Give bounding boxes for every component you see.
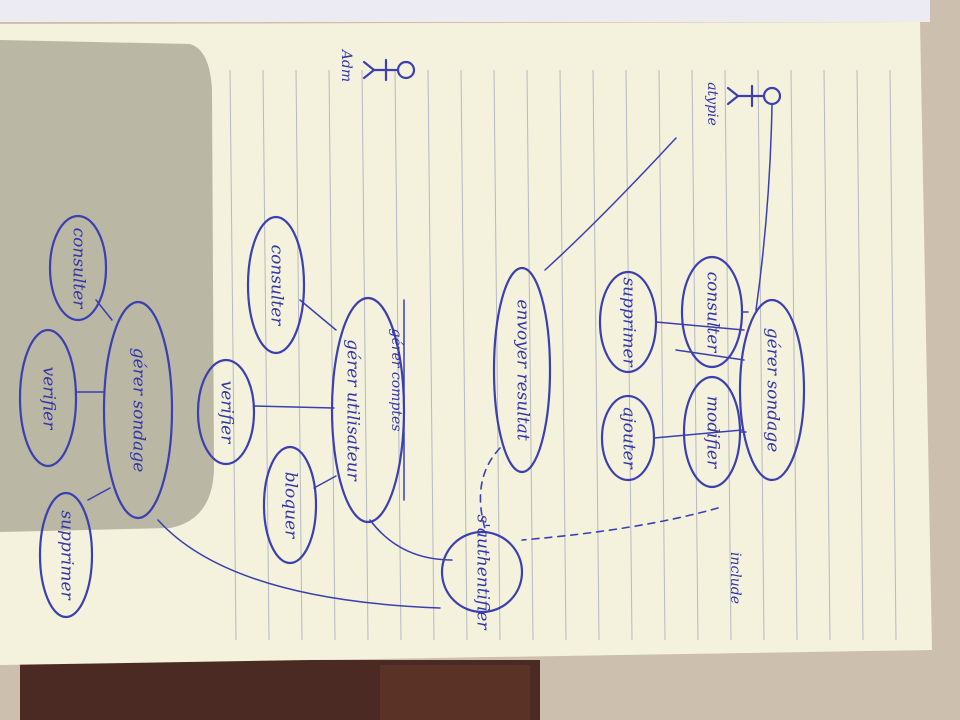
ruled-line (229, 69, 237, 641)
ruled-line (658, 69, 666, 641)
use-case-label: gérer sondage (763, 328, 783, 453)
ruled-line (823, 69, 831, 641)
previous-page (0, 0, 930, 22)
use-case-label: consulter (69, 228, 89, 310)
use-case-supprimer (38, 491, 94, 619)
use-case-gerer-sondage (738, 298, 806, 482)
ruled-line (592, 69, 600, 641)
notebook-page (0, 22, 932, 665)
ruled-line (856, 69, 864, 641)
ruled-line (526, 69, 534, 641)
use-case-envoyer-resultat (492, 266, 552, 474)
ruled-line (559, 69, 567, 641)
ruled-line (460, 69, 468, 641)
include-arrow (157, 519, 441, 609)
use-case-label: gérer sondage (129, 348, 149, 473)
use-case-consulter (48, 214, 108, 322)
use-case-label: ajouter (619, 407, 639, 469)
ruled-line (724, 69, 732, 641)
ruled-line (328, 69, 336, 641)
ruled-line (262, 69, 270, 641)
use-case-label: supprimer (619, 277, 639, 367)
ruled-line (790, 69, 798, 641)
use-case-label: consulter (703, 272, 723, 354)
include-label: include (727, 552, 743, 604)
admin-label: Adm (338, 48, 354, 82)
include-arrow (521, 507, 719, 541)
use-case-label: envoyer resultat (513, 299, 533, 440)
association-line (755, 104, 773, 311)
ruled-line (691, 69, 699, 641)
struck-label: gérer comptes (388, 329, 404, 432)
use-case-label: consulter (267, 245, 287, 327)
use-case-bloquer (262, 445, 318, 565)
include-arrow (479, 447, 501, 533)
ruled-line (361, 69, 369, 641)
use-case-consulter (246, 215, 306, 355)
ruled-line (625, 69, 633, 641)
ruled-line (889, 69, 897, 641)
use-case-label: gérer utilisateur (343, 339, 363, 481)
ruled-line (493, 69, 501, 641)
use-case-label: supprimer (57, 510, 77, 600)
association-line (544, 137, 677, 271)
admin-stick-figure: Adm (338, 48, 416, 82)
use-case-verifier (18, 328, 78, 468)
uml-diagram: atypie Adm gérer sondage consulter modif… (18, 48, 806, 630)
ruled-line (295, 69, 303, 641)
use-case-label: bloquer (281, 472, 301, 539)
use-case-gerer-sondage (102, 300, 174, 520)
ruled-line (394, 69, 402, 641)
ruled-lines (229, 69, 897, 641)
actor-stick-figure: atypie (704, 82, 782, 126)
use-case-authentifier (440, 530, 524, 614)
ruled-line (757, 69, 765, 641)
use-case-label: verifier (217, 381, 237, 445)
use-case-label: s'authentifier (473, 514, 493, 630)
use-case-verifier (196, 358, 256, 466)
actor-label: atypie (704, 82, 720, 126)
use-case-label: verifier (39, 367, 59, 431)
ruled-line (427, 69, 435, 641)
